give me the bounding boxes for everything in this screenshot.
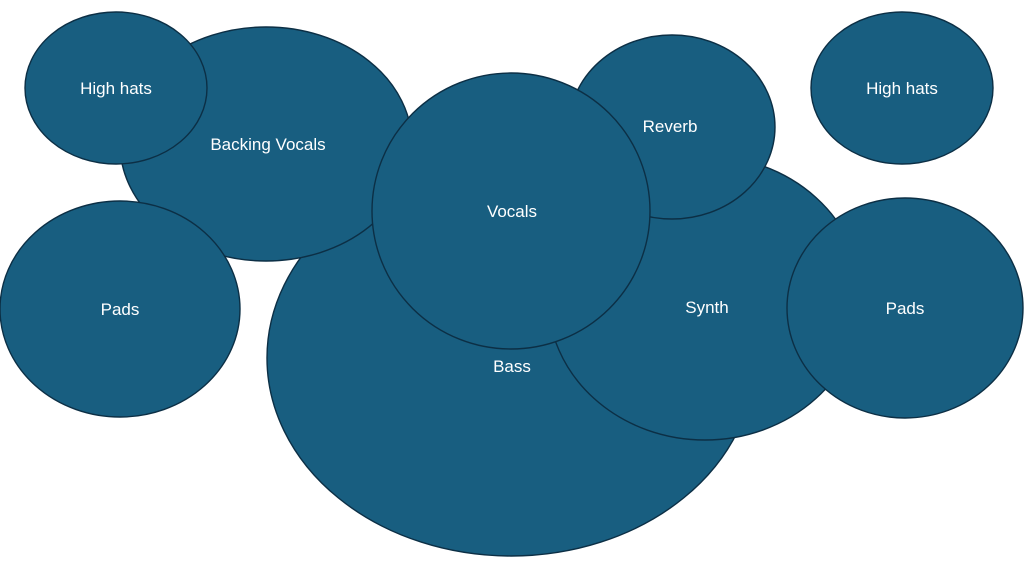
bubble-high-hats-left-shape <box>24 11 208 165</box>
bubble-pads-left-label: Pads <box>101 300 140 319</box>
bubble-pads-left: Pads <box>0 200 241 418</box>
bubble-vocals-shape <box>371 72 651 350</box>
bubble-bass-label: Bass <box>493 357 531 376</box>
bubble-pads-right-label: Pads <box>886 299 925 318</box>
bubble-high-hats-left-label: High hats <box>80 79 152 98</box>
bubble-high-hats-left: High hats <box>24 11 208 165</box>
bubble-pads-right-shape <box>786 197 1024 419</box>
bubble-high-hats-right: High hats <box>810 11 994 165</box>
bubble-backing-vocals-label: Backing Vocals <box>210 135 325 154</box>
bubble-high-hats-right-shape <box>810 11 994 165</box>
bubble-vocals: Vocals <box>371 72 651 350</box>
bubble-pads-left-shape <box>0 200 241 418</box>
bubble-vocals-label: Vocals <box>487 202 537 221</box>
bubble-pads-right: Pads <box>786 197 1024 419</box>
bubble-reverb-label: Reverb <box>643 117 698 136</box>
bubble-synth-label: Synth <box>685 298 728 317</box>
bubble-high-hats-right-label: High hats <box>866 79 938 98</box>
